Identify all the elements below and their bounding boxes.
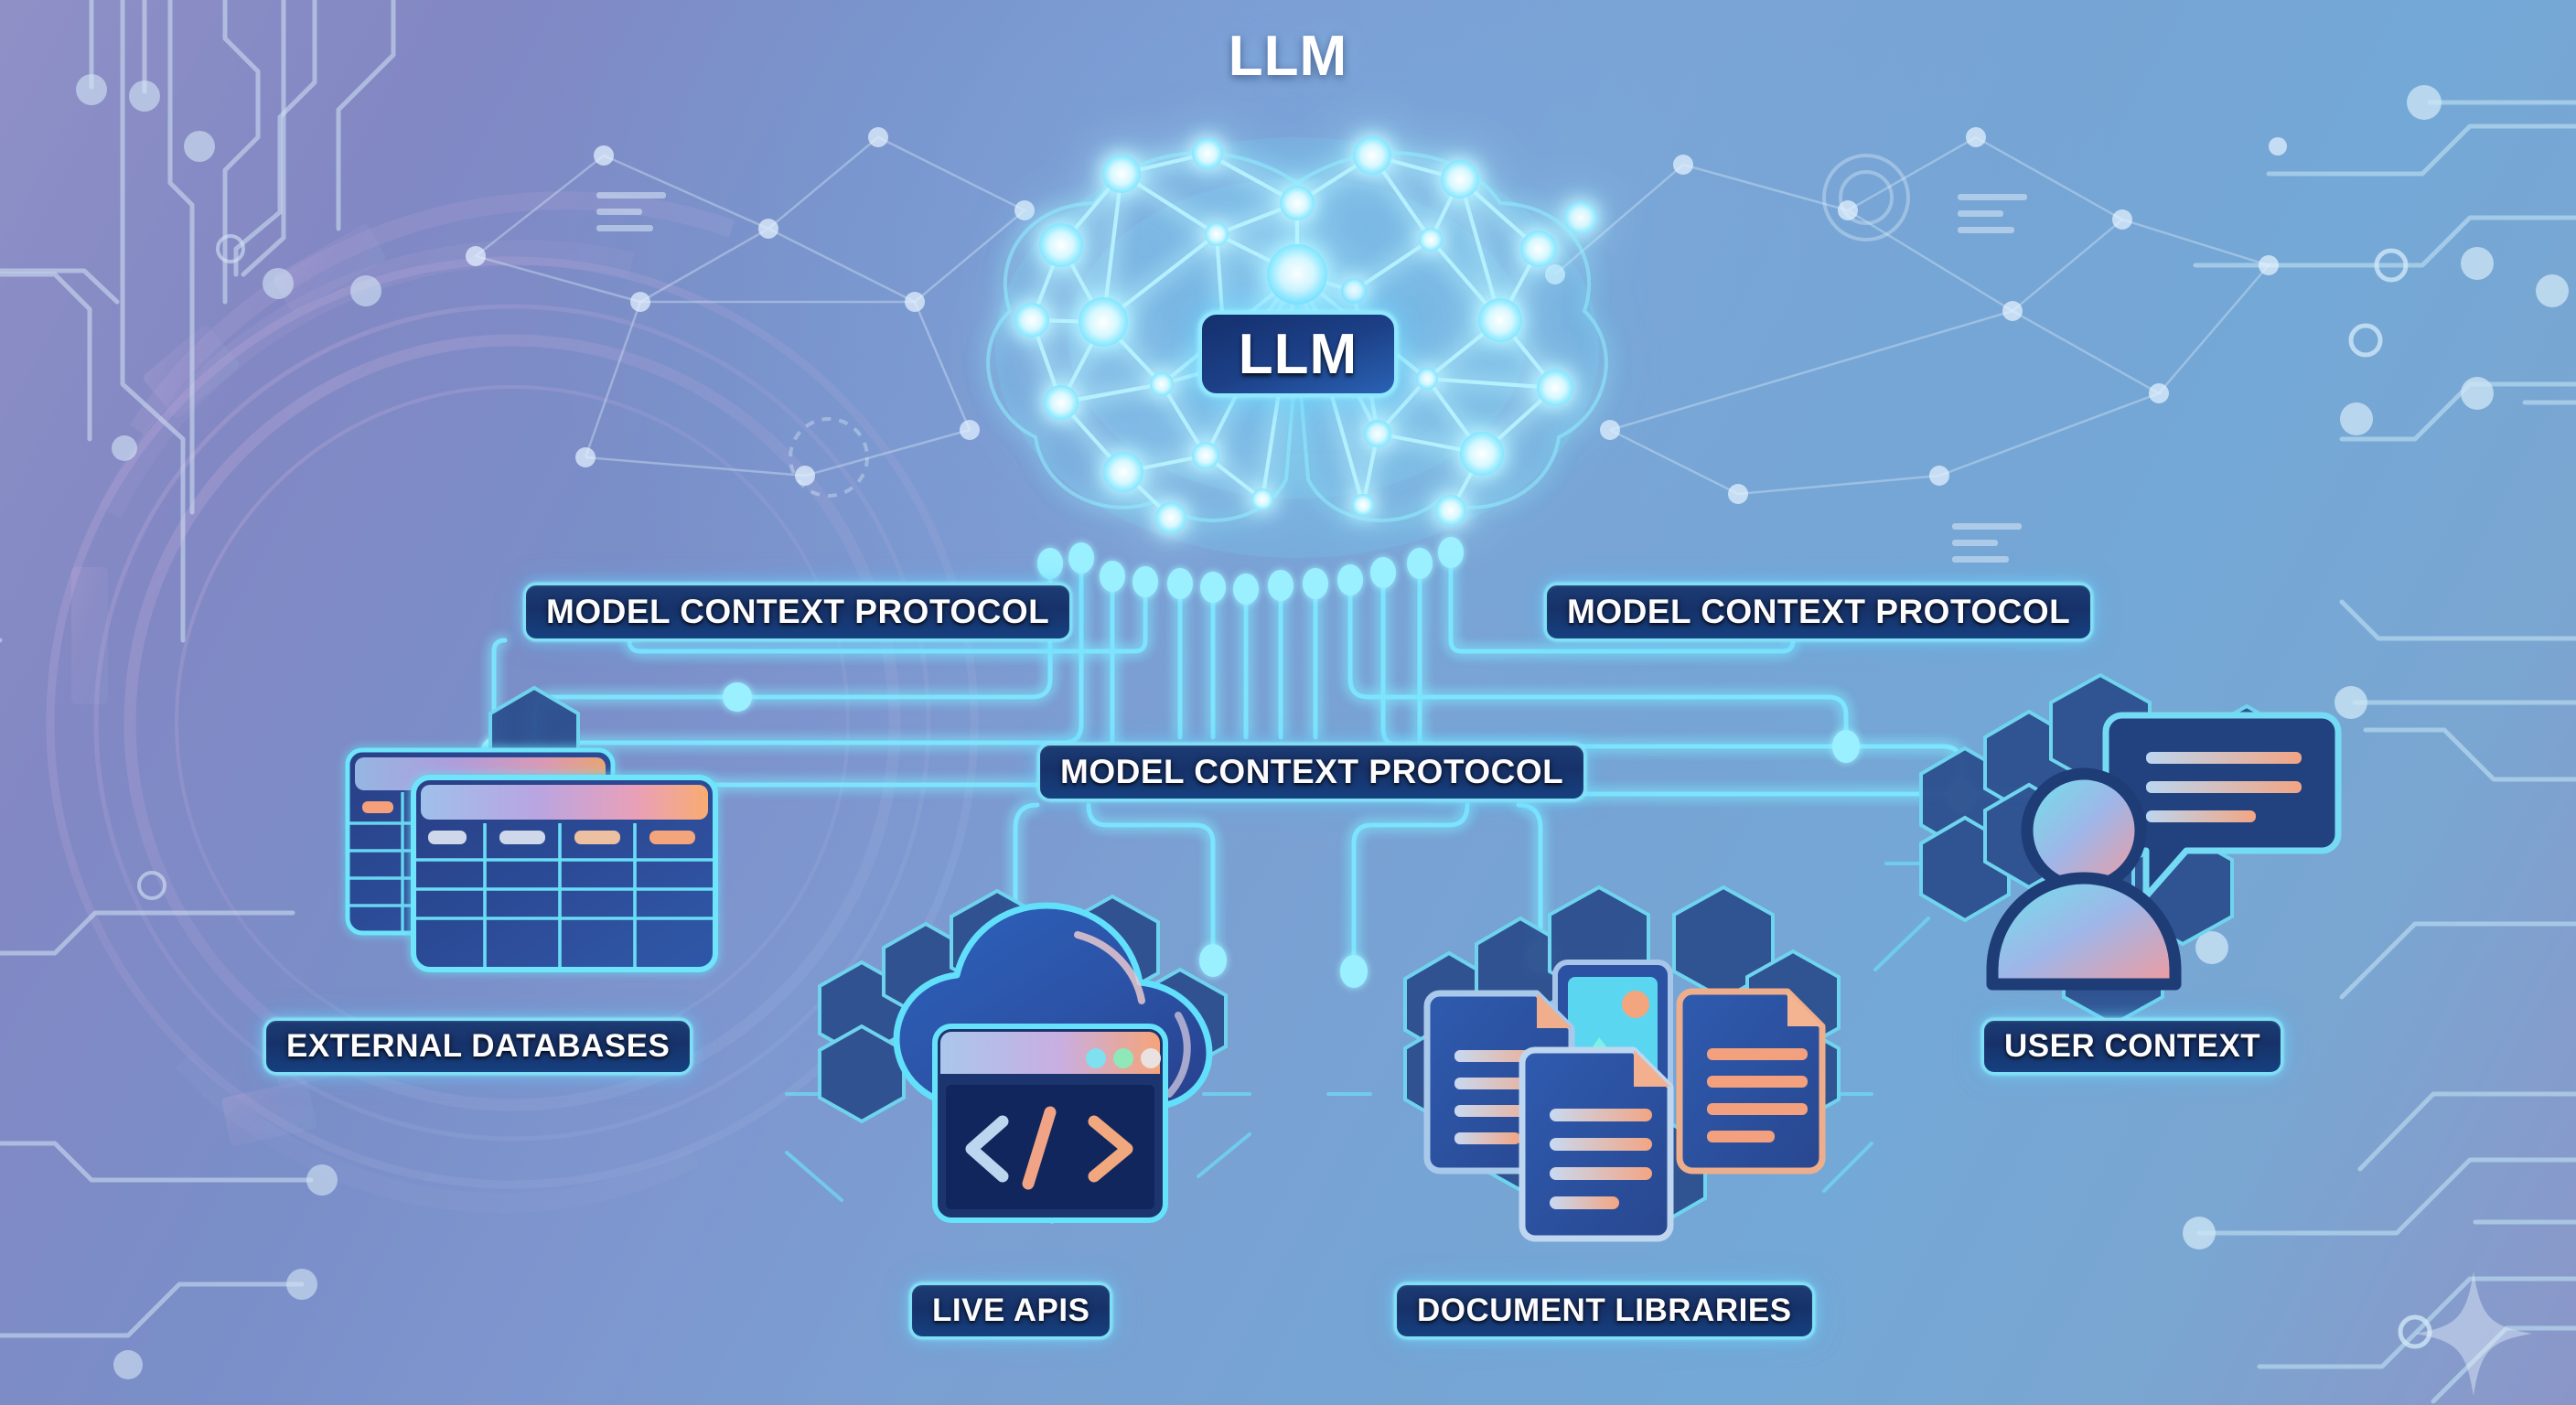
page-title: LLM <box>1228 25 1348 88</box>
llm-badge: LLM <box>1198 311 1398 397</box>
mcp-label-left: MODEL CONTEXT PROTOCOL <box>523 583 1073 641</box>
node-label-document-libraries: DOCUMENT LIBRARIES <box>1394 1282 1815 1339</box>
node-label-user-context: USER CONTEXT <box>1981 1018 2284 1075</box>
sparkle-icon <box>2415 1271 2532 1396</box>
node-label-external-databases: EXTERNAL DATABASES <box>263 1018 693 1075</box>
node-label-live-apis: LIVE APIS <box>909 1282 1113 1339</box>
mcp-label-center: MODEL CONTEXT PROTOCOL <box>1037 743 1587 801</box>
mcp-label-right: MODEL CONTEXT PROTOCOL <box>1544 583 2094 641</box>
llm-badge-label: LLM <box>1238 322 1358 386</box>
